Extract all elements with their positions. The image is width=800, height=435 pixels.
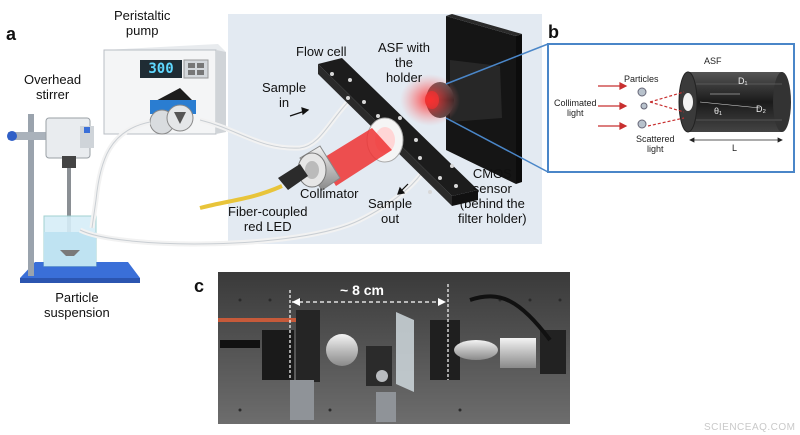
beaker	[43, 215, 97, 267]
inset-label-asf: ASF	[704, 56, 722, 66]
length-dimension	[689, 137, 783, 143]
panel-letter-a: a	[6, 24, 17, 44]
flow-arrows	[289, 107, 409, 195]
asf-cylinder	[678, 71, 791, 133]
inset-label-particles: Particles	[624, 74, 659, 84]
label-flow-cell: Flow cell	[296, 44, 347, 59]
peristaltic-pump	[103, 44, 226, 135]
inset-callout-lines	[445, 43, 549, 173]
overhead-stirrer	[7, 114, 140, 283]
light-arrows	[598, 82, 685, 130]
cmos-sensor-holder	[425, 14, 522, 184]
distance-marker	[289, 284, 449, 380]
watermark: SCIENCEAQ.COM	[704, 422, 796, 433]
inset-label-length: L	[732, 143, 738, 153]
inset-label-theta: θ₁	[714, 106, 723, 116]
photo-distance-label: ~ 8 cm	[340, 282, 384, 298]
inset-label-d1: D₁	[738, 76, 748, 86]
label-collimator: Collimator	[300, 186, 359, 201]
setup-photo	[218, 272, 570, 424]
tubing-outline	[79, 99, 431, 245]
panel-letter-c: c	[194, 276, 205, 296]
red-beam	[320, 128, 392, 186]
pump-display: 300	[148, 61, 174, 77]
flow-cell	[318, 58, 478, 206]
panel-letter-b: b	[548, 22, 559, 42]
yellow-fiber	[199, 184, 283, 210]
red-glow	[400, 74, 460, 126]
inset-label-d2: D₂	[756, 104, 766, 114]
collimator	[278, 145, 341, 191]
stand-rod	[28, 114, 34, 276]
particles	[637, 87, 648, 129]
